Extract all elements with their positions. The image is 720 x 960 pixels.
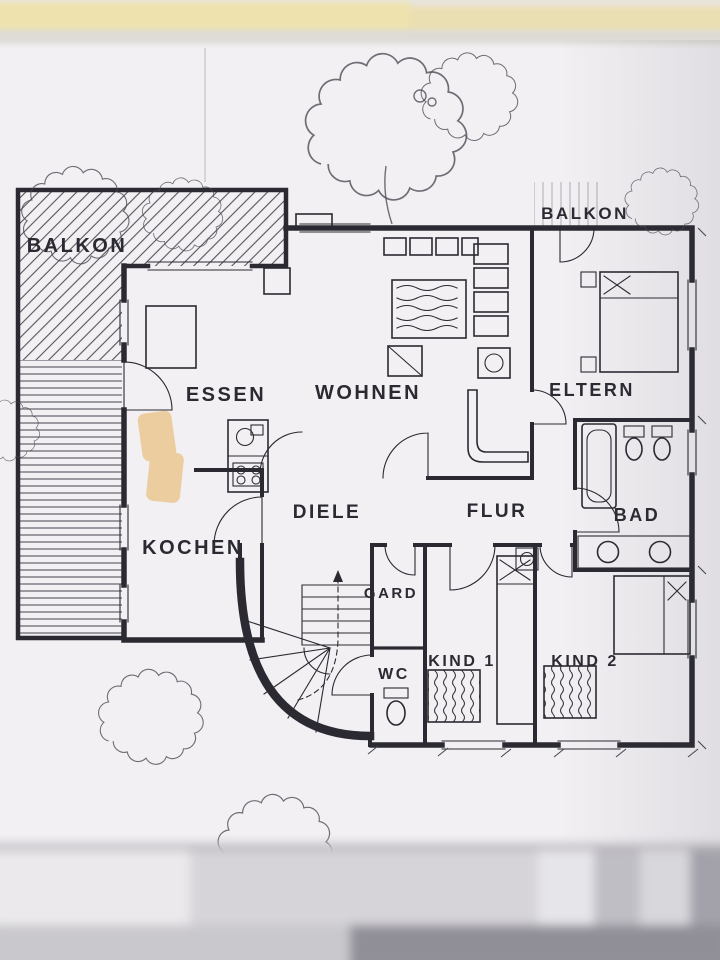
room-label-flur: FLUR bbox=[467, 501, 528, 522]
staircase bbox=[243, 570, 373, 733]
room-label-balkon-left: BALKON bbox=[27, 235, 128, 257]
garden-shrubs bbox=[0, 52, 700, 899]
wc-toilet bbox=[383, 687, 409, 726]
chimney-blocks bbox=[263, 213, 333, 295]
balcony-walls bbox=[15, 187, 289, 641]
balcony-left-hatch bbox=[18, 190, 286, 638]
room-label-wc: WC bbox=[378, 666, 410, 683]
room-label-gard: GARD bbox=[364, 585, 418, 602]
room-label-wohnen: WOHNEN bbox=[315, 382, 421, 404]
paper-edge-shade bbox=[560, 40, 720, 852]
highlight-marks bbox=[137, 410, 184, 503]
room-label-diele: DIELE bbox=[293, 502, 361, 523]
desk-top-edge bbox=[0, 0, 720, 44]
room-label-kochen: KOCHEN bbox=[142, 537, 244, 559]
room-label-essen: ESSEN bbox=[186, 384, 266, 406]
stairs-curved-wall bbox=[235, 557, 375, 741]
living-room-furniture bbox=[383, 237, 529, 463]
room-label-kind1: KIND 1 bbox=[428, 653, 495, 670]
kitchen-unit bbox=[227, 419, 269, 493]
desk-bottom-edge bbox=[0, 844, 720, 960]
dining-table bbox=[145, 305, 197, 369]
